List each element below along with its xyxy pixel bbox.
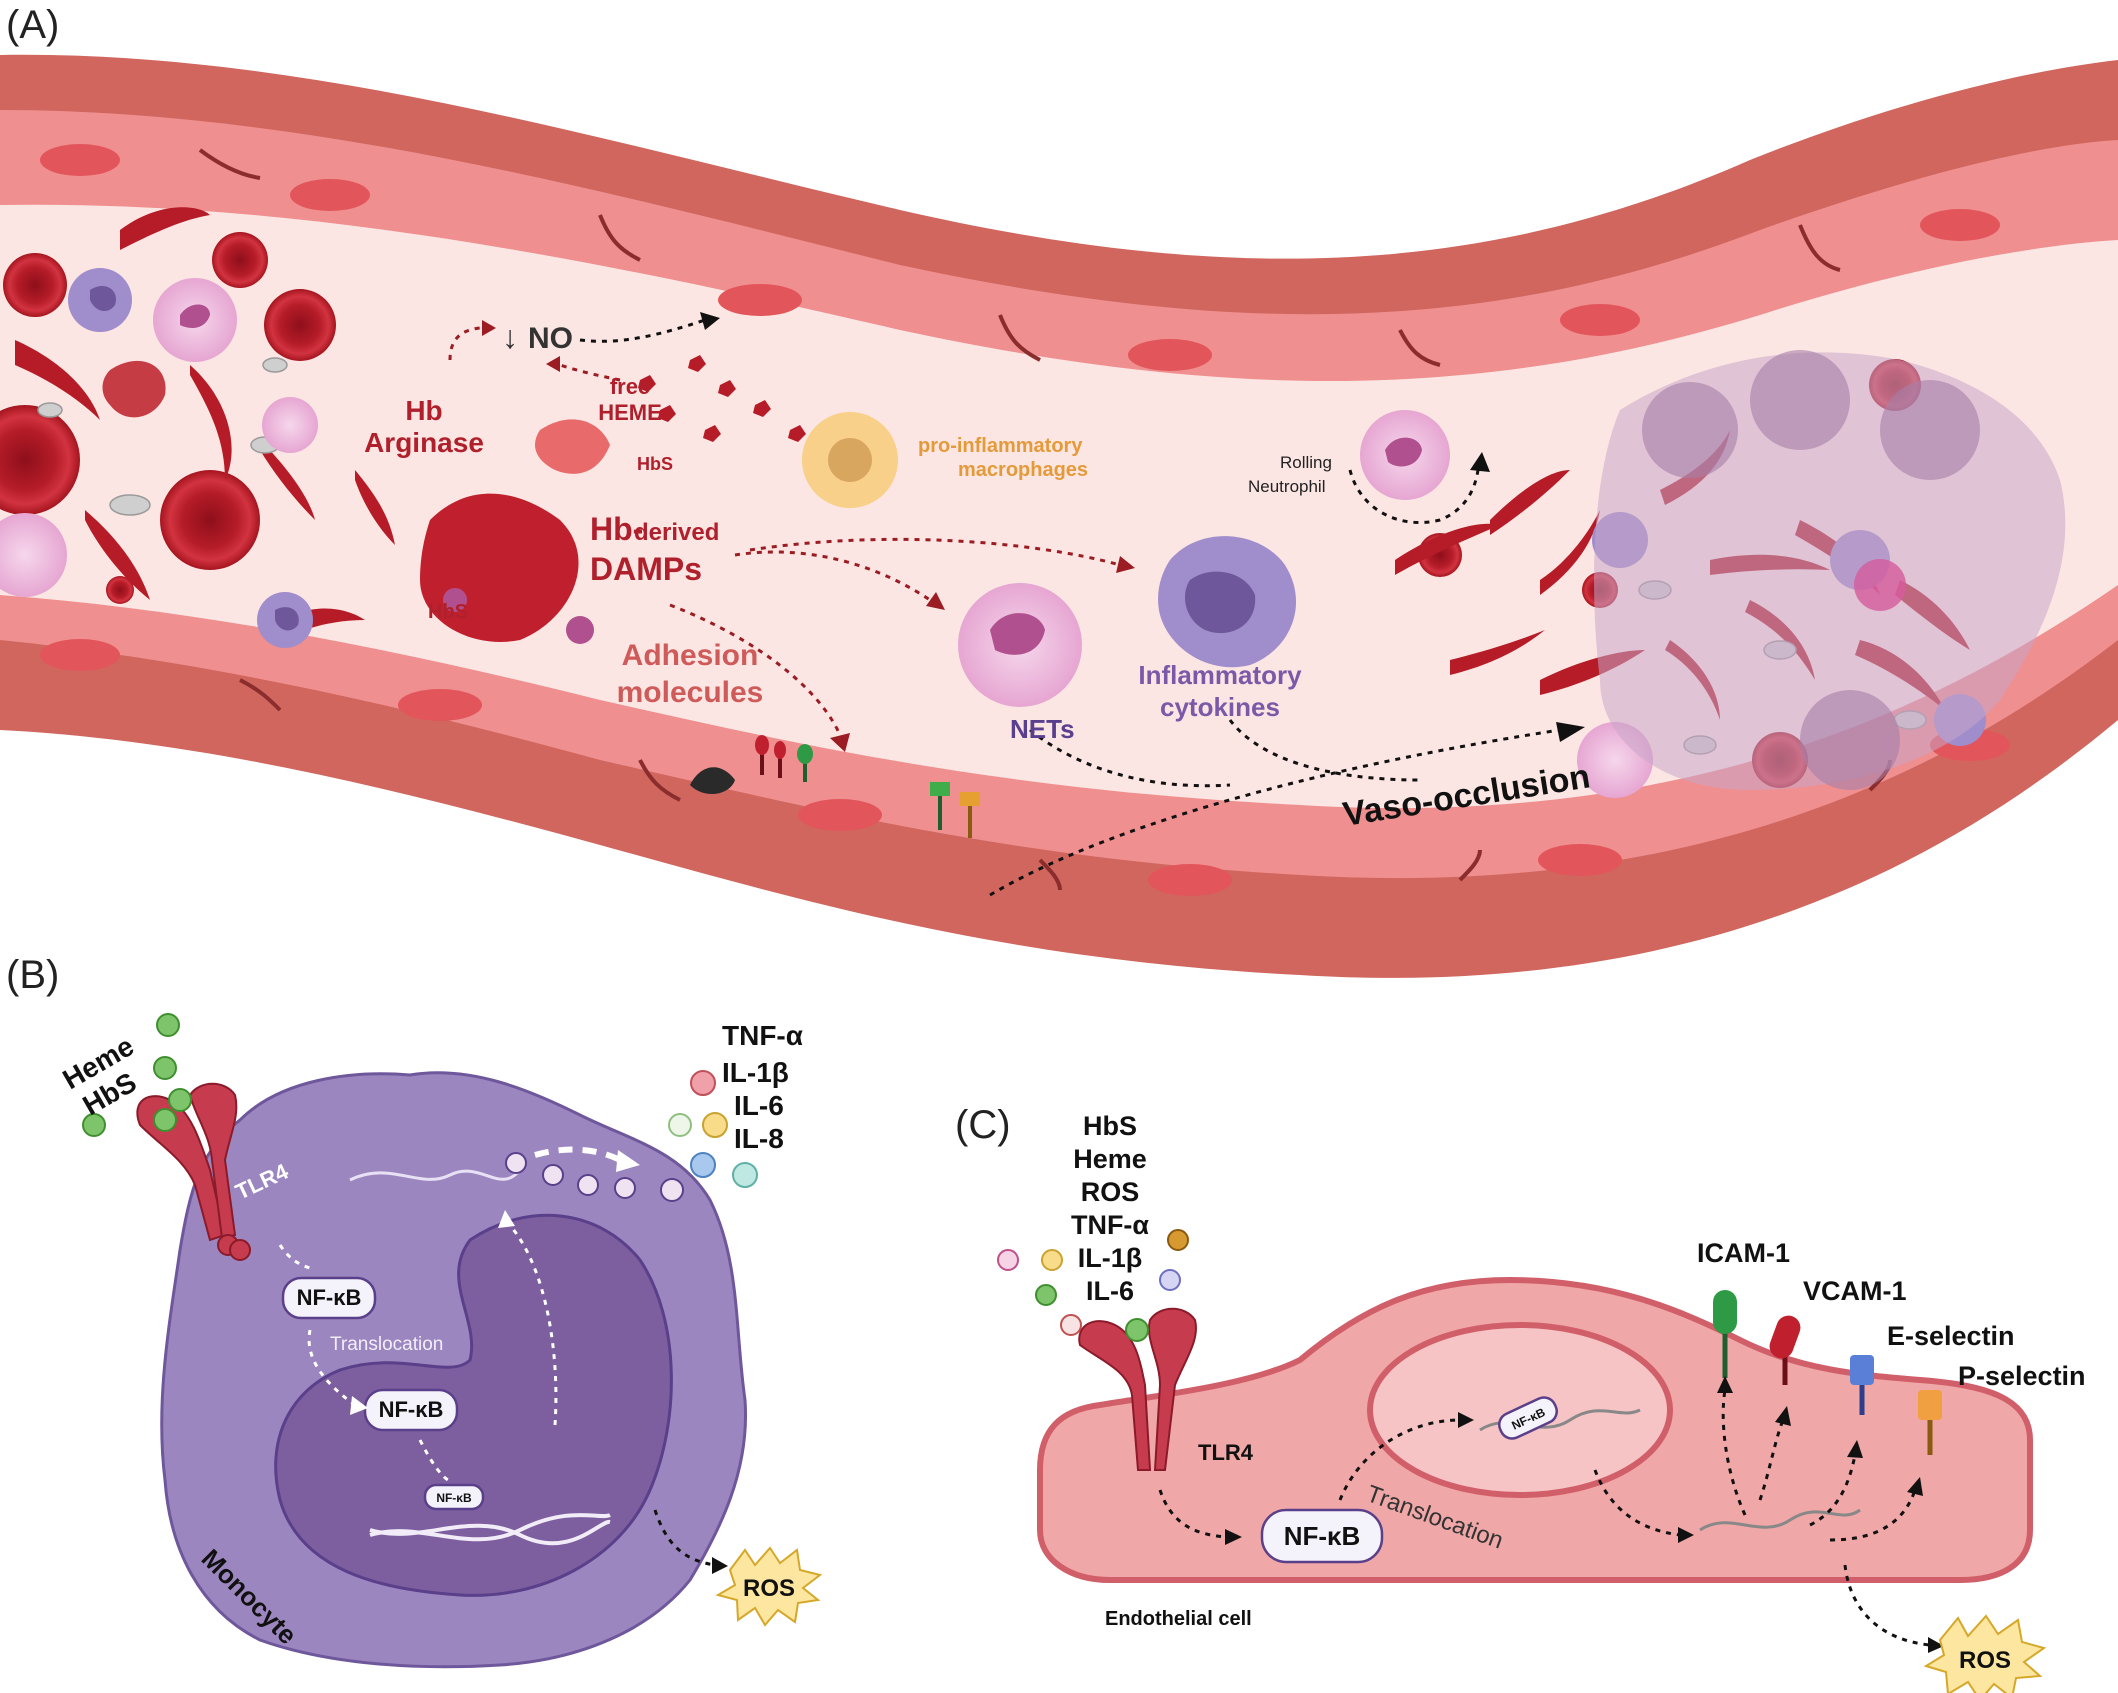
eselectin-label: E-selectin <box>1887 1321 2015 1351</box>
cytokine-il8: IL-8 <box>734 1123 784 1154</box>
monocyte-vesicles <box>505 1152 684 1202</box>
pro-inflammatory-macrophage <box>802 412 898 508</box>
rolling-label-2: Neutrophil <box>1248 477 1326 496</box>
nfkb-pill-cytoplasm <box>281 1276 377 1320</box>
monocyte-mrna <box>349 1169 522 1182</box>
translocation-label-monocyte: Translocation <box>330 1334 443 1355</box>
free-heme-particles <box>638 355 806 442</box>
ligand-ros-endothelial: ROS <box>1081 1177 1140 1207</box>
ligand-heme-endothelial: Heme <box>1073 1144 1147 1174</box>
nfkb-label-dna: NF-κB <box>436 1491 472 1505</box>
cytokines-label-1: Inflammatory <box>1138 660 1302 690</box>
endothelial-nuclei-top <box>40 144 2000 371</box>
ros-label-endothelial: ROS <box>1959 1647 2011 1674</box>
secreted-cytokine-dots <box>668 1070 758 1188</box>
ligand-il1b-endothelial: IL-1β <box>1078 1243 1142 1273</box>
tlr4-receptor-monocyte <box>136 1082 251 1261</box>
neutrophils <box>0 278 1653 798</box>
hemolysing-rbc <box>102 360 610 644</box>
hbs-label-lower: HbS <box>428 601 468 623</box>
panel-a-label: (A) <box>6 3 59 47</box>
nets-neutrophil <box>958 583 1082 707</box>
adhesion-label-1: Adhesion <box>622 639 759 672</box>
endothelial-nuclei-bottom <box>40 639 2010 896</box>
panel-a-arrows <box>448 312 1585 897</box>
endothelial-adhesion-molecules <box>1713 1290 1942 1455</box>
damps-hb: Hb- <box>590 511 643 547</box>
panel-c-label: (C) <box>955 1103 1011 1147</box>
macrophage-label-2: macrophages <box>958 459 1088 481</box>
endothelial-cells-bottom <box>239 678 1892 891</box>
nfkb-pill-endothelial <box>1260 1508 1384 1564</box>
nfkb-pill-dna-endothelial <box>1498 1396 1558 1440</box>
nfkb-label-endothelial: NF-κB <box>1284 1521 1361 1551</box>
cytokine-il6: IL-6 <box>734 1090 784 1121</box>
panel-c-arrows <box>1158 1376 1944 1653</box>
monocyte-nucleus <box>274 1213 673 1597</box>
monocyte-ligands <box>82 1013 192 1137</box>
nfkb-label-cytoplasm: NF-κB <box>297 1285 362 1310</box>
macrophage-label-1: pro-inflammatory <box>918 435 1083 457</box>
ligand-il6-endothelial: IL-6 <box>1086 1276 1134 1306</box>
ligand-hbs-endothelial: HbS <box>1083 1111 1137 1141</box>
inflammatory-monocyte <box>1158 536 1297 668</box>
endothelial-mrna <box>1699 1508 1861 1532</box>
icam-label: ICAM-1 <box>1697 1238 1790 1268</box>
endothelial-ligand-dots <box>997 1229 1189 1342</box>
nfkb-label-nucleus: NF-κB <box>379 1397 444 1422</box>
damps-label: DAMPs <box>590 551 702 587</box>
ros-label-monocyte: ROS <box>743 1575 795 1602</box>
ros-burst-endothelial <box>1923 1614 2047 1693</box>
cytokine-il1b: IL-1β <box>722 1057 789 1088</box>
endothelial-cell-label: Endothelial cell <box>1105 1608 1252 1630</box>
panel-b-label: (B) <box>6 953 59 997</box>
tlr4-label-endothelial: TLR4 <box>1198 1440 1254 1465</box>
no-arrow-glyph: ↓ <box>502 319 518 355</box>
nfkb-pill-nucleus <box>363 1388 459 1432</box>
vessel-lumen <box>0 204 2118 809</box>
tlr4-receptor-endothelial <box>1078 1307 1197 1471</box>
hbs-label-upper: HbS <box>637 454 673 474</box>
nets-label: NETs <box>1010 714 1075 744</box>
panel-b-arrows <box>278 1146 728 1574</box>
vcam-label: VCAM-1 <box>1803 1276 1907 1306</box>
adhesion-label-2: molecules <box>617 676 764 709</box>
rolling-label-1: Rolling <box>1280 453 1332 472</box>
nfkb-pill-dna <box>423 1483 485 1511</box>
rolling-neutrophil <box>1360 410 1450 500</box>
panel-b: (B) <box>6 953 823 1669</box>
no-label: NO <box>528 322 573 355</box>
hb-label: Hb <box>405 395 442 426</box>
vaso-occlusion-cluster <box>1594 350 2066 790</box>
free-heme-label-1: free <box>610 374 650 399</box>
arginase-label: Arginase <box>364 427 484 458</box>
damps-derived: derived <box>634 519 719 546</box>
panel-c: (C) <box>955 1103 2086 1693</box>
endothelial-cells-top <box>198 148 1841 367</box>
adhesion-molecule-icons <box>690 735 980 838</box>
ros-burst-monocyte <box>715 1546 823 1627</box>
ligand-tnf-endothelial: TNF-α <box>1071 1210 1149 1240</box>
cytokine-tnf: TNF-α <box>722 1020 803 1051</box>
cytokines-label-2: cytokines <box>1160 692 1280 722</box>
free-heme-label-2: HEME <box>598 400 662 425</box>
pselectin-label: P-selectin <box>1958 1361 2086 1391</box>
panel-a: (A) ↓ NO Hb Arginase free HEME HbS HbS p… <box>0 3 2118 978</box>
